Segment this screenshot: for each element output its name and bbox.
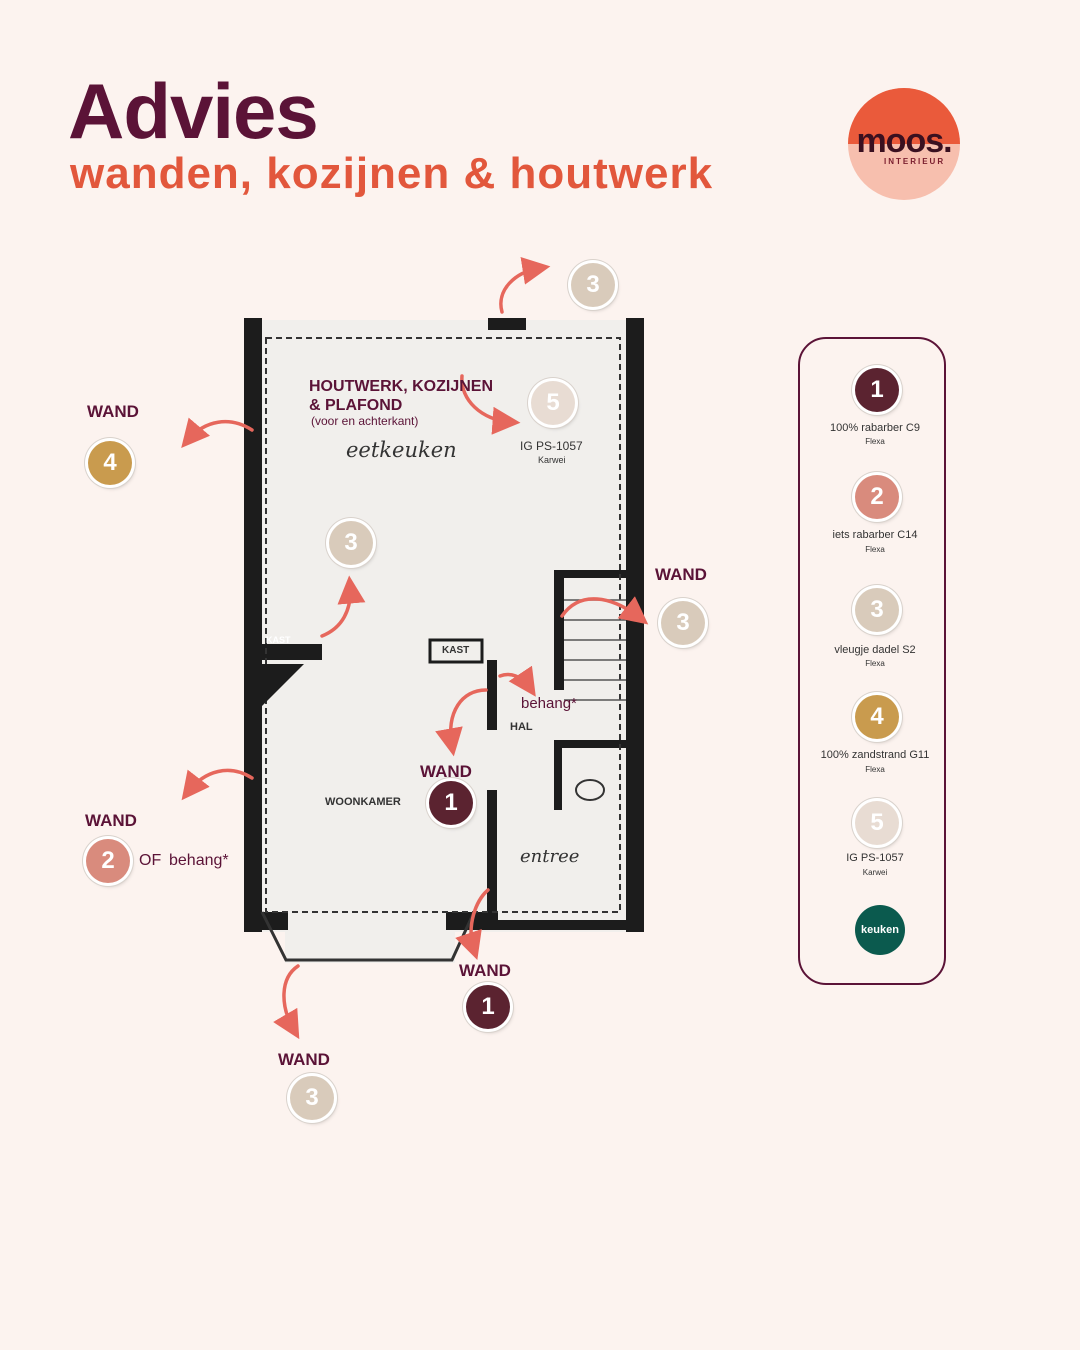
legend-brand-4: Flexa [865,765,885,774]
legend-name-4: 100% zandstrand G11 [820,749,930,761]
room-eetkeuken: eetkeuken [346,438,457,462]
legend-brand-1: Flexa [865,437,885,446]
houtwerk-title-1: HOUTWERK, KOZIJNEN [309,378,493,395]
houtwerk-note: (voor en achterkant) [311,414,419,428]
badge-left-lower: 2 [86,839,130,883]
logo-top-half [848,88,960,144]
wall-diagonal [262,664,304,706]
wall-stair [554,570,564,690]
houtwerk-product: IG PS-1057 [520,439,583,453]
arrow-houtwerk [460,374,521,435]
wall-wc [554,740,626,748]
wand-label-entrance: WAND [459,961,511,980]
wand-label-hal: WAND [420,762,472,781]
moos-logo: moos. INTERIEUR [848,88,960,200]
plan-floor [262,320,626,932]
houtwerk-brand: Karwei [538,455,566,465]
badge-eetkeuken: 3 [329,521,373,565]
behang-label-left: behang* [169,852,229,869]
room-kast-2: KAST [442,645,470,656]
legend-badge-1: 1 [855,368,899,412]
legend-badge-2: 2 [855,475,899,519]
houtwerk-title-2: & PLAFOND [309,397,403,414]
legend-badge-4: 4 [855,695,899,739]
arrow-hal [435,688,488,757]
legend-badge-3: 3 [855,588,899,632]
badge-bottom: 3 [290,1076,334,1120]
wall-top-right [626,318,644,330]
legend-brand-3: Flexa [865,659,885,668]
page-title: Advies [68,67,319,155]
room-kast-1: KAST [266,635,291,645]
room-woonkamer: WOONKAMER [325,796,401,808]
legend-brand-2: Flexa [865,545,885,554]
arrow-behang [498,665,536,697]
logo-sub: INTERIEUR [884,157,946,166]
wall-wc-side [554,740,562,810]
legend-name-1: 100% rabarber C9 [830,422,920,434]
badge-entrance: 1 [466,985,510,1029]
wand-label-bottom: WAND [278,1050,330,1069]
wand-label-left-upper: WAND [87,402,139,421]
legend-badge-5: 5 [855,801,899,845]
wall-stair-top [554,570,626,578]
wall-top-door [488,318,526,330]
badge-houtwerk: 5 [531,381,575,425]
wall-top-left [244,318,262,328]
badge-hal: 1 [429,781,473,825]
arrow-entrance [455,888,490,960]
room-entree: entree [520,846,580,867]
arrow-top [499,256,551,314]
wall-left [244,320,262,932]
badge-left-upper: 4 [88,441,132,485]
arrow-right [560,596,649,625]
arrow-eetkeuken [320,575,366,638]
legend-brand-5: Karwei [862,868,888,877]
logo-word: moos. [856,122,952,160]
arrow-left-lower [181,768,254,801]
wall-bottom-right [498,920,644,930]
badge-top: 3 [571,263,615,307]
legend-keuken-badge: keuken [855,905,905,955]
legend-name-3: vleugje dadel S2 [834,644,916,656]
arrow-left-upper [181,417,254,448]
wall-right [626,320,644,932]
wall-entree [487,790,497,920]
kast-box [428,638,484,664]
of-label: OF [139,852,162,869]
room-hal: HAL [510,721,533,733]
page-subtitle: wanden, kozijnen & houtwerk [70,149,714,198]
behang-label-hal: behang* [521,695,577,712]
wall-hal [487,660,497,730]
legend-name-5: IG PS-1057 [846,852,904,864]
arrow-bottom [273,964,300,1040]
wand-label-right: WAND [655,565,707,584]
plan-bay [285,915,455,963]
toilet [575,779,605,801]
plan-dashed-outline [265,337,621,913]
wall-kast [262,644,322,660]
legend-name-2: iets rabarber C14 [832,529,918,541]
color-legend: 1 100% rabarber C9 Flexa 2 iets rabarber… [798,337,946,985]
badge-right: 3 [661,601,705,645]
wand-label-left-lower: WAND [85,811,137,830]
